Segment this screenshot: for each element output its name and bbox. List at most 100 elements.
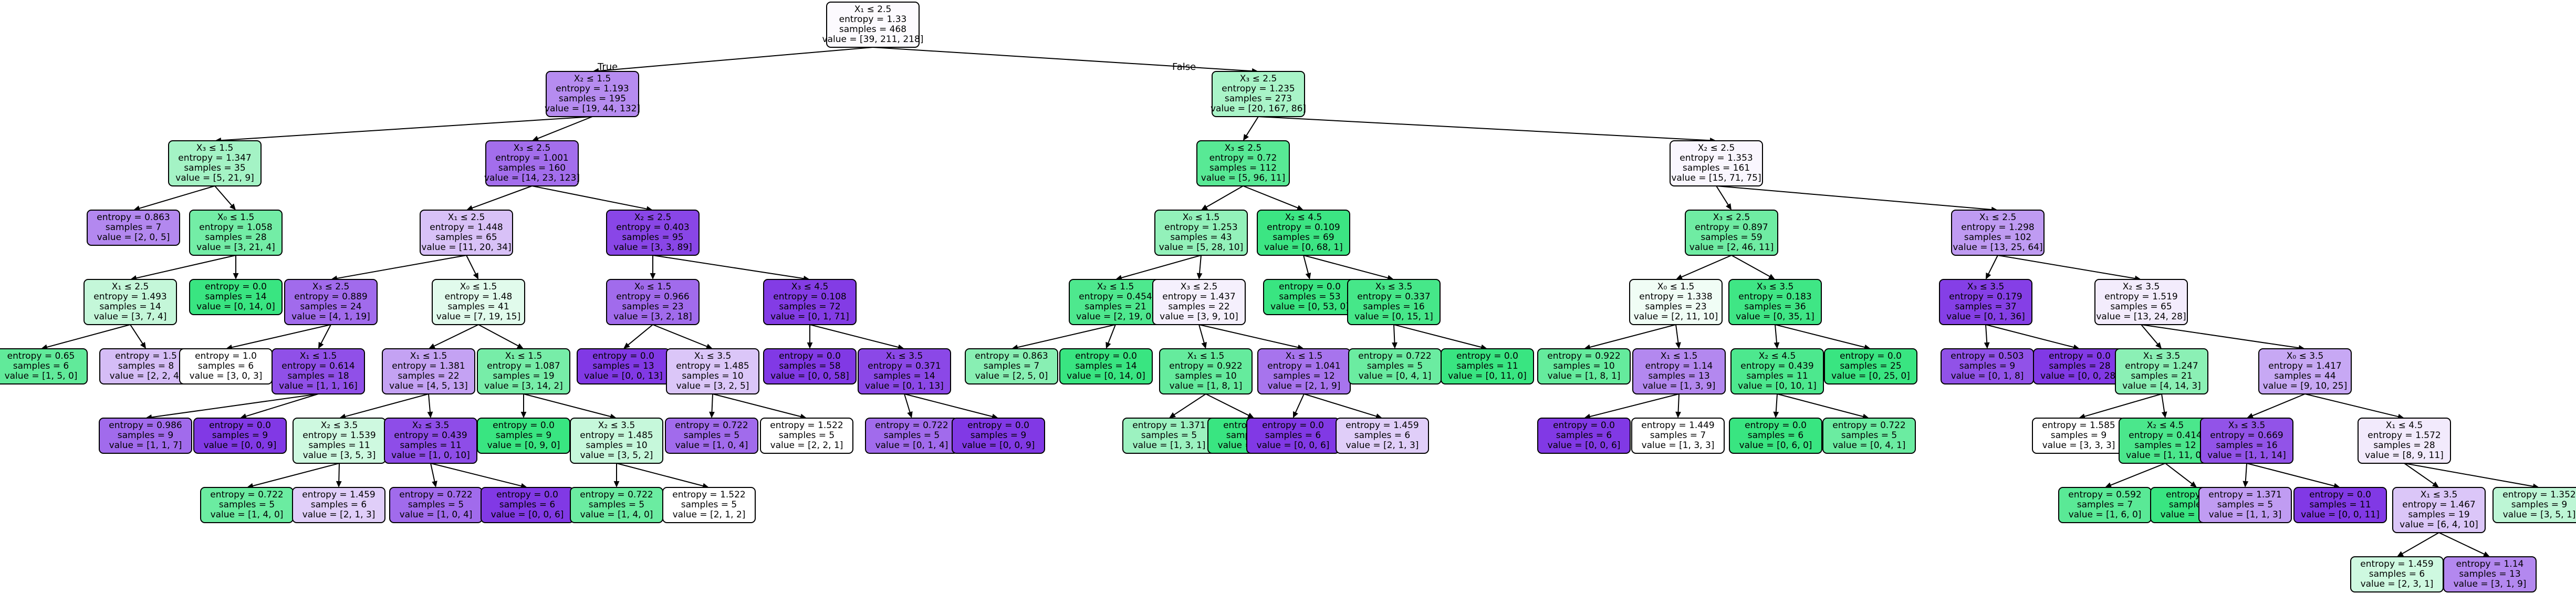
node-line: entropy = 0.0: [496, 490, 558, 500]
node-line: samples = 9: [2511, 500, 2568, 510]
tree-edge: [2161, 393, 2166, 415]
node-line: value = [3, 5, 2]: [580, 450, 653, 461]
node-line: value = [1, 3, 3]: [1642, 440, 1715, 451]
edge-arrowhead: [1676, 274, 1683, 280]
tree-edge: [2108, 463, 2166, 487]
node-line: entropy = 0.183: [1738, 292, 1812, 302]
node-line: value = [7, 19, 15]: [436, 311, 520, 322]
node-box: [2200, 418, 2293, 464]
node-line: value = [3, 9, 10]: [1160, 311, 1238, 322]
tree-edge: [904, 393, 996, 418]
edge-arrowhead: [520, 412, 527, 418]
node-line: value = [5, 21, 9]: [175, 173, 254, 183]
node-line: samples = 9: [971, 430, 1027, 441]
edge-arrowhead: [140, 341, 146, 349]
node-line: value = [0, 0, 9]: [962, 440, 1035, 451]
node-line: samples = 13: [1648, 371, 1709, 381]
edge-arrowhead: [2243, 481, 2249, 487]
node-line: entropy = 1.347: [178, 153, 252, 163]
node-line: value = [1, 6, 0]: [2069, 510, 2142, 520]
node-line: samples = 72: [779, 302, 840, 312]
node-line: samples = 6: [1748, 430, 1804, 441]
edge-arrowhead: [807, 342, 813, 349]
node-box: [189, 210, 283, 256]
node-box: [272, 348, 365, 394]
node-line: entropy = 0.592: [2068, 490, 2142, 500]
edge-arrowhead: [2105, 482, 2112, 488]
node-line: entropy = 1.0: [195, 351, 257, 361]
node-line: entropy = 0.922: [1169, 361, 1243, 371]
tree-edge: [1716, 185, 1730, 208]
node-line: X₃ ≤ 1.5: [196, 143, 234, 153]
node-line: samples = 5: [219, 500, 275, 510]
tree-edge: [2304, 393, 2402, 418]
node-line: X₂ ≤ 2.5: [634, 212, 672, 223]
node-box: [168, 140, 262, 186]
edge-arrowhead: [1675, 342, 1681, 349]
node-line: value = [11, 20, 34]: [421, 242, 511, 253]
edge-arrowhead: [2483, 551, 2490, 557]
node-box: [662, 487, 756, 523]
node-line: entropy = 0.863: [97, 212, 170, 223]
node-line: entropy = 0.966: [616, 292, 690, 302]
node-box: [546, 71, 639, 117]
node-line: value = [0, 1, 13]: [865, 381, 944, 391]
node-line: samples = 6: [499, 500, 556, 510]
edge-arrowhead: [1773, 411, 1779, 418]
node-line: samples = 11: [1456, 361, 1518, 371]
tree-edge: [1303, 255, 1391, 279]
node-line: value = [39, 211, 218]: [822, 34, 924, 45]
node-line: value = [3, 5, 3]: [303, 450, 376, 461]
node-line: X₁ ≤ 4.5: [2386, 420, 2423, 431]
tree-edge: [1198, 324, 1206, 346]
node-line: entropy = 0.454: [1079, 292, 1152, 302]
node-line: entropy = 1.058: [199, 222, 273, 233]
edge-arrowhead: [427, 411, 433, 418]
node-line: X₃ ≤ 3.5: [1375, 282, 1413, 292]
node-line: samples = 7: [1650, 430, 1706, 441]
node-line: samples = 5: [884, 430, 940, 441]
tree-edge: [1985, 324, 1988, 346]
node-box: [1632, 348, 1726, 394]
node-line: X₂ ≤ 3.5: [598, 420, 635, 431]
node-box: [2293, 487, 2387, 523]
node-line: entropy = 1.14: [1645, 361, 1713, 371]
tree-edge: [130, 324, 145, 347]
node-line: samples = 5: [589, 500, 645, 510]
node-line: entropy = 0.439: [1740, 361, 1814, 371]
tree-edge: [249, 463, 340, 487]
node-box: [1685, 210, 1778, 256]
node-line: X₂ ≤ 3.5: [321, 420, 358, 431]
node-line: samples = 35: [184, 163, 245, 173]
node-box: [1441, 348, 1534, 384]
node-line: samples = 112: [1209, 163, 1277, 173]
node-line: samples = 22: [1168, 302, 1229, 312]
edge-arrowhead: [2190, 481, 2197, 487]
node-line: value = [0, 4, 1]: [1833, 440, 1906, 451]
node-line: value = [0, 14, 0]: [1067, 371, 1145, 381]
node-line: value = [0, 4, 1]: [1359, 371, 1432, 381]
node-line: value = [4, 5, 13]: [389, 381, 468, 391]
node-line: value = [1, 1, 14]: [2207, 450, 2286, 461]
edge-arrowhead: [1169, 412, 1176, 418]
node-line: entropy = 0.0: [1553, 420, 1615, 431]
tree-edge: [1675, 324, 1680, 346]
node-box: [284, 279, 378, 325]
node-line: samples = 53: [1279, 292, 1340, 302]
node-box: [1824, 348, 1917, 384]
node-line: value = [2, 11, 10]: [1634, 311, 1718, 322]
